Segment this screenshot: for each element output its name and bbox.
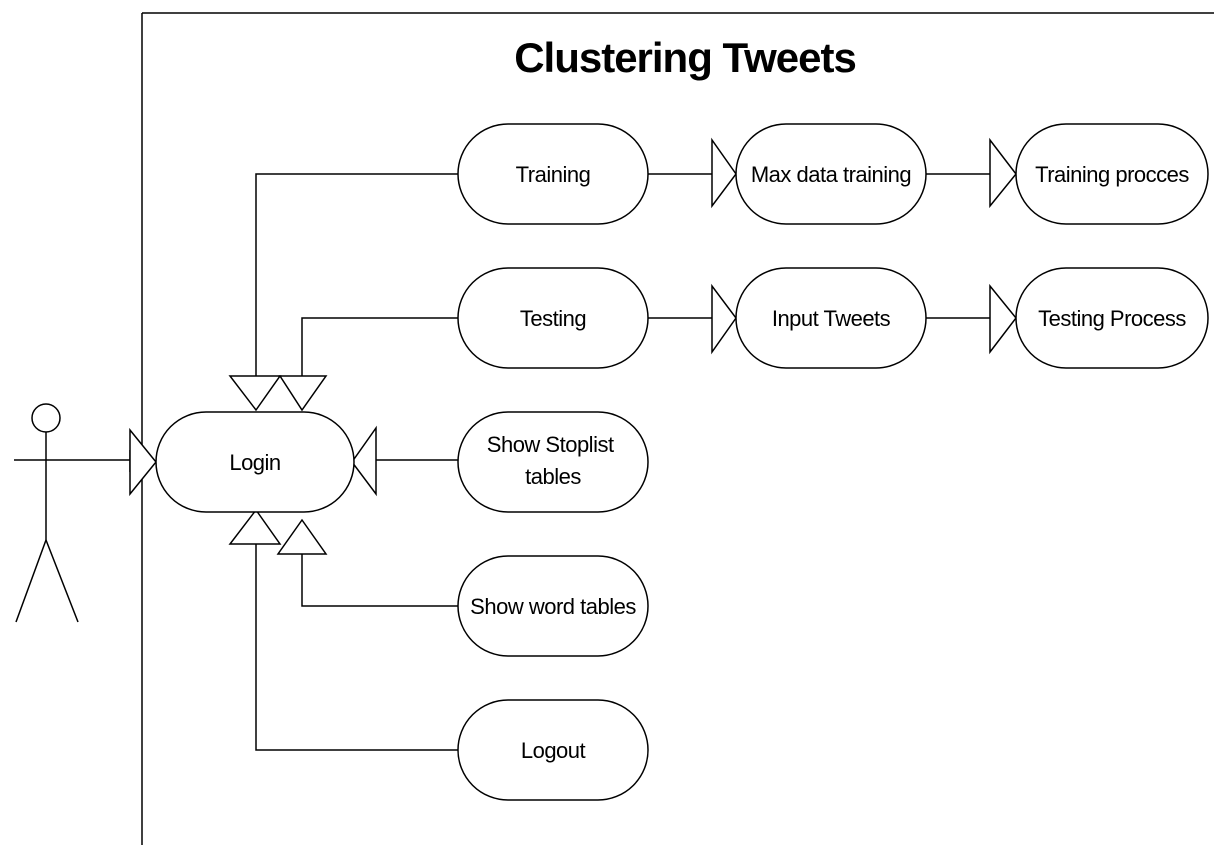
use-case-show-stoplist-tables: Show Stoplist tables bbox=[457, 411, 649, 513]
testing-process-label: Testing Process bbox=[1038, 306, 1186, 331]
logout-label-line: Logout bbox=[521, 738, 586, 763]
input-tweets-testing-process-arrowhead bbox=[989, 283, 1017, 355]
training-login-connector bbox=[255, 173, 458, 376]
logout-login-arrowhead bbox=[228, 508, 282, 545]
training-process-label-line: Training procces bbox=[1035, 162, 1189, 187]
use-case-testing: Testing bbox=[457, 267, 649, 369]
use-case-login: Login bbox=[155, 411, 355, 513]
input-tweets-label: Input Tweets bbox=[772, 306, 891, 331]
logout-label: Logout bbox=[521, 738, 586, 763]
logout-login-connector bbox=[255, 544, 458, 751]
testing-login-connector bbox=[301, 317, 458, 376]
testing-login-arrowhead bbox=[278, 375, 328, 412]
use-case-max-data-training: Max data training bbox=[735, 123, 927, 225]
show-word-tables-label: Show word tables bbox=[470, 594, 636, 619]
login-label-line: Login bbox=[229, 450, 280, 475]
login-label: Login bbox=[229, 450, 280, 475]
training-max-data-arrowhead bbox=[711, 137, 737, 209]
testing-input-tweets-arrowhead bbox=[711, 283, 737, 355]
actor bbox=[14, 403, 79, 623]
max-data-training-process-arrowhead bbox=[989, 137, 1017, 209]
testing-shape bbox=[457, 267, 649, 369]
actor-login-arrowhead bbox=[129, 427, 157, 497]
testing-process-label-line: Testing Process bbox=[1038, 306, 1186, 331]
training-label: Training bbox=[516, 162, 591, 187]
show-stoplist-shape bbox=[457, 411, 649, 513]
input-tweets-label-line: Input Tweets bbox=[772, 306, 891, 331]
use-case-training-process: Training procces bbox=[1015, 123, 1209, 225]
training-process-shape bbox=[1015, 123, 1209, 225]
stoplist-login-arrowhead bbox=[351, 425, 377, 497]
training-login-arrowhead bbox=[228, 375, 282, 412]
actor-head bbox=[31, 403, 61, 433]
max-data-training-label: Max data training bbox=[751, 162, 911, 187]
testing-process-shape bbox=[1015, 267, 1209, 369]
show-word-tables-label-line: Show word tables bbox=[470, 594, 636, 619]
use-case-testing-process: Testing Process bbox=[1015, 267, 1209, 369]
use-case-training: Training bbox=[457, 123, 649, 225]
use-case-logout: Logout bbox=[457, 699, 649, 801]
show-stoplist-label-line-2: tables bbox=[525, 464, 581, 489]
logout-shape bbox=[457, 699, 649, 801]
show-word-tables-shape bbox=[457, 555, 649, 657]
testing-label: Testing bbox=[520, 306, 586, 331]
training-shape bbox=[457, 123, 649, 225]
max-data-training-label-line: Max data training bbox=[751, 162, 911, 187]
training-process-label: Training procces bbox=[1035, 162, 1189, 187]
diagram-title: Clustering Tweets bbox=[514, 34, 856, 81]
training-label-line: Training bbox=[516, 162, 591, 187]
actor-right-leg bbox=[45, 539, 79, 623]
use-case-input-tweets: Input Tweets bbox=[735, 267, 927, 369]
max-data-training-shape bbox=[735, 123, 927, 225]
word-tables-login-connector bbox=[301, 554, 458, 607]
input-tweets-shape bbox=[735, 267, 927, 369]
show-stoplist-label-line-1: Show Stoplist bbox=[487, 432, 614, 457]
show-stoplist-label: Show Stoplist tables bbox=[487, 432, 619, 489]
login-shape bbox=[155, 411, 355, 513]
actor-left-leg bbox=[15, 539, 47, 623]
testing-label-line: Testing bbox=[520, 306, 586, 331]
use-case-show-word-tables: Show word tables bbox=[457, 555, 649, 657]
word-tables-login-arrowhead bbox=[276, 518, 328, 555]
